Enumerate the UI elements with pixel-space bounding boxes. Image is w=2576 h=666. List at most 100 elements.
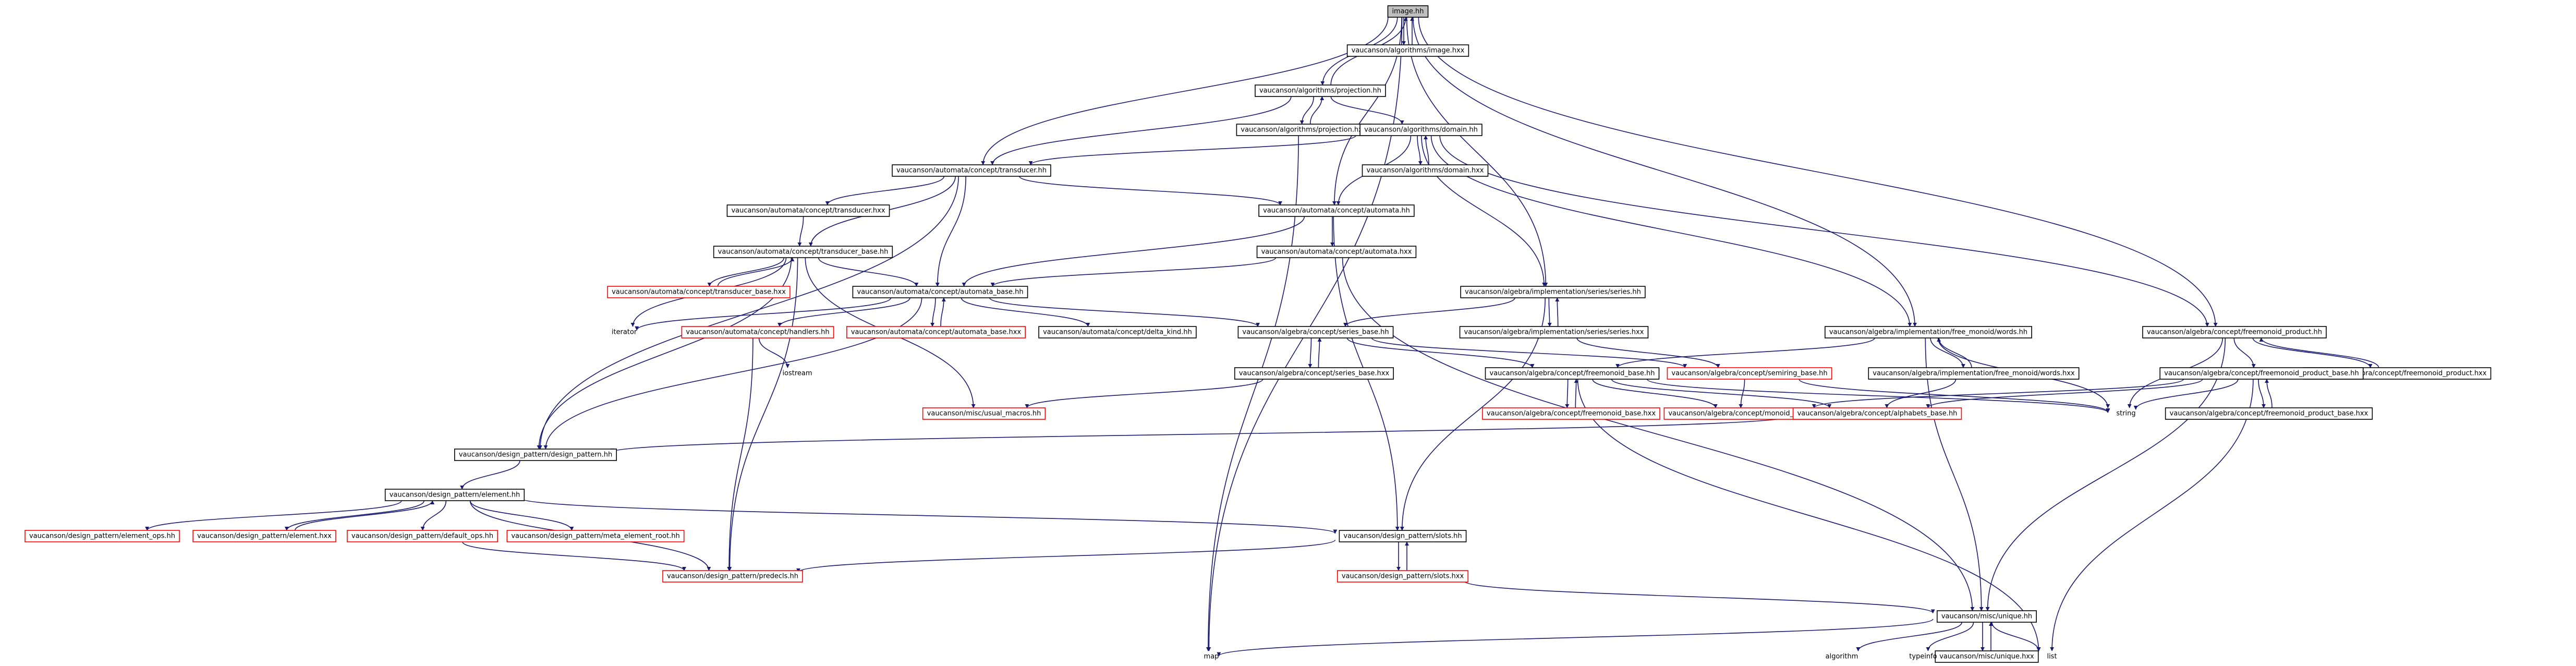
edge-freemonoid-base-hh-to-freemonoid-base-hxx: [1565, 379, 1570, 408]
edge-layer: [145, 17, 2379, 657]
node-automata-automata-base-hxx[interactable]: vaucanson/automata/concept/automata_base…: [846, 326, 1026, 338]
node-label: vaucanson/algebra/concept/series_base.hx…: [1239, 370, 1390, 378]
node-automata-automata-base-hh[interactable]: vaucanson/automata/concept/automata_base…: [852, 286, 1028, 298]
edge-automata-transducer-base-hh-to-automata-transducer-base-hxx: [707, 257, 785, 287]
node-automata-transducer-base-hxx[interactable]: vaucanson/automata/concept/transducer_ba…: [607, 286, 791, 298]
node-automata-automata-hh[interactable]: vaucanson/automata/concept/automata.hh: [1258, 204, 1415, 217]
node-free-monoid-words-hh[interactable]: vaucanson/algebra/implementation/free_mo…: [1825, 326, 2032, 338]
node-monoid-base-hh[interactable]: vaucanson/algebra/concept/monoid_base.hh: [1663, 407, 1825, 420]
node-label: vaucanson/algebra/concept/freemonoid_bas…: [1490, 370, 1655, 378]
node-box: [347, 530, 498, 542]
node-label: vaucanson/algorithms/projection.hh: [1259, 87, 1381, 95]
node-element-ops-hh[interactable]: vaucanson/design_pattern/element_ops.hh: [25, 530, 180, 542]
edge-freemonoid-product-base-hh-to-monoid-base-hh: [1812, 379, 2184, 408]
edge-algorithms-projection-hh-to-algorithms-domain-hh: [1330, 96, 1404, 125]
node-misc-unique-hxx[interactable]: vaucanson/misc/unique.hxx: [1935, 650, 2039, 663]
node-automata-automata-hxx[interactable]: vaucanson/automata/concept/automata.hxx: [1256, 246, 1417, 258]
node-label: map: [1204, 653, 1219, 661]
node-label: typeinfo: [1909, 653, 1937, 661]
node-free-monoid-words-hxx[interactable]: vaucanson/algebra/implementation/free_mo…: [1868, 367, 2080, 380]
node-automata-transducer-base-hh[interactable]: vaucanson/automata/concept/transducer_ba…: [713, 246, 893, 258]
edge-series-base-hh-to-series-base-hxx: [1308, 337, 1313, 368]
node-map: map: [1204, 653, 1219, 661]
node-freemonoid-base-hxx[interactable]: vaucanson/algebra/concept/freemonoid_bas…: [1482, 407, 1660, 420]
edge-series-base-hxx-to-misc-usual-macros-hh: [1025, 379, 1263, 408]
node-freemonoid-product-base-hxx[interactable]: vaucanson/algebra/concept/freemonoid_pro…: [2165, 407, 2373, 420]
node-box: [2142, 326, 2327, 338]
node-box: [2159, 367, 2364, 380]
node-box: [1667, 367, 1832, 380]
node-semiring-base-hh[interactable]: vaucanson/algebra/concept/semiring_base.…: [1667, 367, 1832, 380]
edge-slots-hh-to-predecls-hh: [796, 539, 1336, 573]
edge-algorithms-projection-hh-to-automata-transducer-hh: [990, 96, 1292, 165]
node-series-base-hh[interactable]: vaucanson/algebra/concept/series_base.hh: [1237, 326, 1394, 338]
node-label: vaucanson/design_pattern/element_ops.hh: [29, 532, 175, 540]
edge-automata-transducer-hh-to-design-pattern-hh: [538, 176, 959, 450]
node-label: vaucanson/design_pattern/element.hh: [390, 491, 520, 499]
node-slots-hh[interactable]: vaucanson/design_pattern/slots.hh: [1339, 530, 1467, 542]
node-misc-unique-hh[interactable]: vaucanson/misc/unique.hh: [1937, 610, 2037, 623]
node-typeinfo: typeinfo: [1909, 653, 1937, 661]
edge-algorithms-projection-hh-to-algorithms-projection-hxx: [1299, 96, 1315, 125]
edge-algorithms-projection-hxx-to-map: [1206, 135, 1299, 651]
node-label: vaucanson/misc/usual_macros.hh: [927, 410, 1041, 418]
node-label: vaucanson/design_pattern/element.hxx: [197, 532, 332, 540]
node-freemonoid-base-hh[interactable]: vaucanson/algebra/concept/freemonoid_bas…: [1485, 367, 1660, 380]
node-freemonoid-product-base-hh[interactable]: vaucanson/algebra/concept/freemonoid_pro…: [2159, 367, 2364, 380]
node-automata-handlers-hh[interactable]: vaucanson/automata/concept/handlers.hh: [681, 326, 834, 338]
node-box: [1237, 326, 1394, 338]
edge-free-monoid-words-hh-to-freemonoid-base-hh: [1615, 337, 1875, 368]
node-label: vaucanson/design_pattern/slots.hxx: [1342, 573, 1464, 580]
edge-misc-unique-hh-to-map: [1217, 619, 1934, 657]
node-automata-delta-kind-hh[interactable]: vaucanson/automata/concept/delta_kind.hh: [1038, 326, 1197, 338]
node-image-hh[interactable]: image.hh: [1387, 5, 1429, 18]
node-label: vaucanson/algebra/concept/series_base.hh: [1242, 329, 1389, 336]
node-label: vaucanson/automata/concept/automata_base…: [857, 288, 1023, 296]
edge-misc-unique-hh-to-typeinfo: [1926, 622, 1974, 651]
edge-series-base-hh-to-semiring-base-hh: [1371, 337, 1687, 368]
edge-automata-handlers-hh-to-predecls-hh: [727, 337, 754, 571]
node-label: vaucanson/design_pattern/slots.hh: [1343, 532, 1462, 540]
node-algorithms-domain-hxx[interactable]: vaucanson/algorithms/domain.hxx: [1362, 164, 1489, 177]
node-label: vaucanson/design_pattern/meta_element_ro…: [511, 532, 679, 540]
node-meta-element-root-hh[interactable]: vaucanson/design_pattern/meta_element_ro…: [506, 530, 685, 542]
node-series-base-hxx[interactable]: vaucanson/algebra/concept/series_base.hx…: [1234, 367, 1394, 380]
node-default-ops-hh[interactable]: vaucanson/design_pattern/default_ops.hh: [347, 530, 498, 542]
node-label: vaucanson/algorithms/domain.hh: [1364, 126, 1478, 134]
node-automata-transducer-hh[interactable]: vaucanson/automata/concept/transducer.hh: [892, 164, 1051, 177]
node-automata-transducer-hxx[interactable]: vaucanson/automata/concept/transducer.hx…: [726, 204, 890, 217]
node-slots-hxx[interactable]: vaucanson/design_pattern/slots.hxx: [1337, 570, 1468, 583]
node-algorithms-projection-hxx[interactable]: vaucanson/algorithms/projection.hxx: [1236, 124, 1371, 136]
node-label: vaucanson/algebra/concept/freemonoid_pro…: [2147, 329, 2322, 336]
node-predecls-hh[interactable]: vaucanson/design_pattern/predecls.hh: [662, 570, 803, 583]
node-box: [192, 530, 336, 542]
edge-freemonoid-product-hxx-to-freemonoid-product-hh: [2259, 337, 2379, 368]
node-algorithms-domain-hh[interactable]: vaucanson/algorithms/domain.hh: [1359, 124, 1483, 136]
node-box: [1935, 650, 2039, 663]
node-misc-usual-macros-hh[interactable]: vaucanson/misc/usual_macros.hh: [922, 407, 1046, 420]
node-label: image.hh: [1392, 8, 1424, 16]
node-algorithms-image-hxx[interactable]: vaucanson/algorithms/image.hxx: [1346, 44, 1469, 57]
node-series-series-hxx[interactable]: vaucanson/algebra/implementation/series/…: [1459, 326, 1649, 338]
node-box: [1482, 407, 1660, 420]
node-box: [1362, 164, 1489, 177]
node-iterator: iterator: [612, 329, 637, 336]
node-box: [1460, 286, 1646, 298]
node-label: vaucanson/automata/concept/automata.hxx: [1261, 248, 1412, 256]
edge-automata-transducer-hh-to-automata-automata-base-hh: [935, 176, 966, 287]
node-layer: image.hh vaucanson/algorithms/image.hxx va…: [25, 5, 2492, 663]
edge-default-ops-hh-to-predecls-hh: [462, 541, 686, 571]
node-label: vaucanson/design_pattern/design_pattern.…: [459, 451, 612, 459]
node-iostream: iostream: [782, 370, 812, 378]
node-alphabets-base-hh[interactable]: vaucanson/algebra/concept/alphabets_base…: [1792, 407, 1962, 420]
edge-freemonoid-base-hh-to-list: [1577, 379, 2041, 652]
node-box: [1387, 5, 1429, 18]
node-freemonoid-product-hh[interactable]: vaucanson/algebra/concept/freemonoid_pro…: [2142, 326, 2327, 338]
node-series-series-hh[interactable]: vaucanson/algebra/implementation/series/…: [1460, 286, 1646, 298]
node-algorithms-projection-hh[interactable]: vaucanson/algorithms/projection.hh: [1255, 84, 1386, 97]
node-element-hxx[interactable]: vaucanson/design_pattern/element.hxx: [192, 530, 336, 542]
node-box: [1234, 367, 1394, 380]
node-design-pattern-hh[interactable]: vaucanson/design_pattern/design_pattern.…: [454, 449, 617, 461]
edge-misc-unique-hh-to-algorithm: [1856, 622, 1963, 651]
node-element-hh[interactable]: vaucanson/design_pattern/element.hh: [384, 489, 525, 501]
